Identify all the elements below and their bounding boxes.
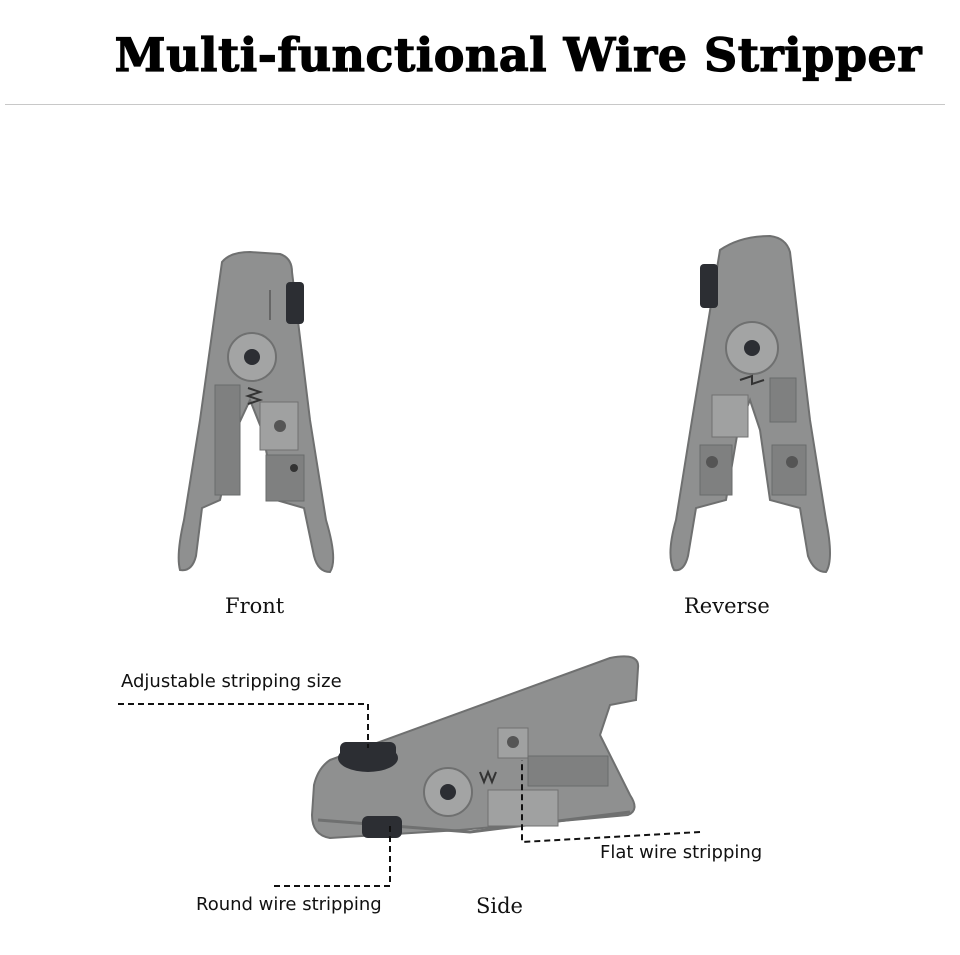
page-title: Multi-functional Wire Stripper <box>114 27 922 82</box>
reverse-caption: Reverse <box>684 594 770 618</box>
adjustable-callout-label: Adjustable stripping size <box>121 671 342 692</box>
title-divider <box>5 104 945 105</box>
flat-callout-label: Flat wire stripping <box>600 842 763 863</box>
callout-lines <box>118 703 701 887</box>
reverse-view-tool <box>669 234 831 574</box>
round-leader-line <box>274 822 391 887</box>
front-view-tool <box>177 250 335 574</box>
front-caption: Front <box>225 594 285 618</box>
side-caption: Side <box>476 894 523 918</box>
adjustable-leader-line <box>118 703 369 748</box>
round-callout-label: Round wire stripping <box>196 894 382 915</box>
side-view-tool <box>310 655 640 840</box>
flat-leader-line <box>521 760 701 844</box>
